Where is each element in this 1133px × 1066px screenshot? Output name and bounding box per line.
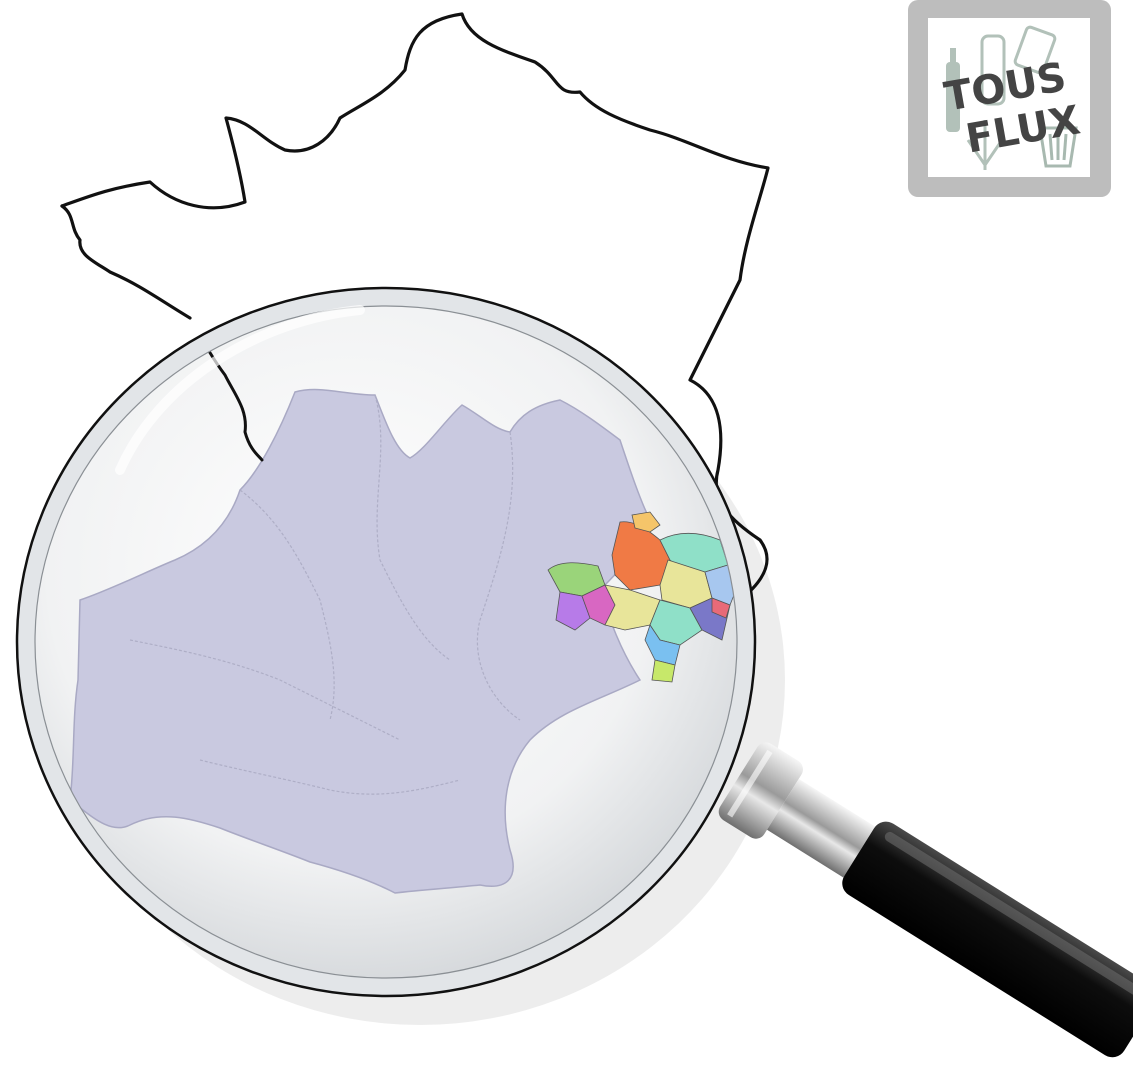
recycling-arrows-icon (966, 120, 1004, 170)
lens-rim (17, 288, 755, 996)
france-west-coast (60, 204, 192, 320)
zone-2 (611, 521, 671, 591)
zone-13 (711, 597, 731, 619)
lens-rim-outer-line (15, 286, 757, 998)
france-outline (60, 12, 770, 602)
zone-5 (555, 591, 591, 631)
tous-flux-badge: TOUS FLUX (908, 0, 1111, 197)
recycle-bin-icon (1038, 126, 1078, 168)
zone-11 (651, 659, 676, 683)
detail-zone-map (547, 511, 739, 683)
lens-content (69, 316, 746, 894)
zone-7 (604, 584, 661, 631)
lens-rim-inner-line (34, 305, 738, 979)
can-icon (980, 25, 1057, 106)
department-borders (129, 394, 521, 795)
lens-glare (115, 305, 365, 475)
bottle-icon (946, 48, 960, 132)
magnifier-handle (718, 742, 1133, 1058)
zone-14 (631, 511, 661, 533)
occitanie-region (69, 388, 651, 894)
